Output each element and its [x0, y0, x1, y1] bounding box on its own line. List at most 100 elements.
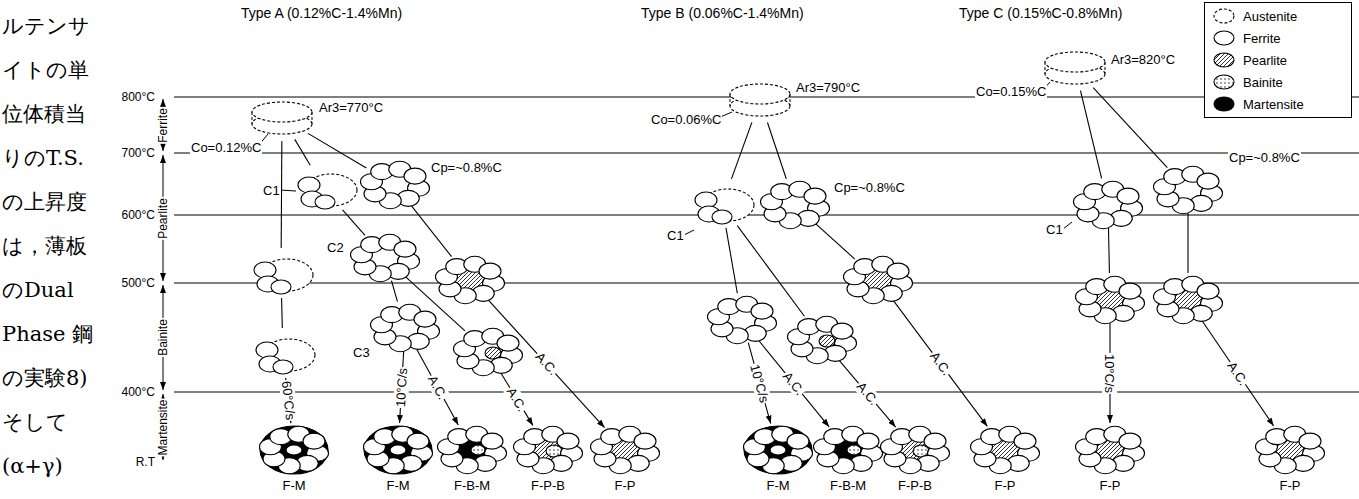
- carbon-content: Co=0.06%C: [650, 112, 722, 127]
- temperature-label: R.T: [135, 455, 156, 470]
- microstructure: [813, 426, 882, 473]
- microstructure: [787, 316, 856, 363]
- microstructure: [360, 161, 429, 208]
- ferrite-grain: [315, 195, 335, 209]
- ferrite-grain: [887, 263, 909, 279]
- ferrite-grain: [404, 168, 426, 184]
- cooling-rate-label: 10°C/s: [747, 361, 772, 405]
- carbon-content: Co=0.12%C: [190, 140, 262, 155]
- transformation-temperature: Ar3=820°C: [1110, 52, 1176, 67]
- type-heading: Type C (0.15%C-0.8%Mn): [958, 6, 1123, 21]
- ferrite-grain: [712, 210, 732, 224]
- legend-box: AusteniteFerritePearliteBainiteMartensit…: [1204, 2, 1352, 118]
- cooling-path: [343, 210, 365, 235]
- microstructure: [590, 426, 659, 473]
- legend-swatch: [1211, 73, 1237, 91]
- cooling-rate-label: A.C.: [926, 348, 954, 379]
- microstructure: [370, 304, 439, 351]
- phase-range-label: Bainite: [155, 318, 170, 357]
- martensite: [364, 426, 432, 474]
- microstructure: [707, 296, 776, 343]
- ferrite-grain: [695, 192, 717, 208]
- cooling-rate-label: 60°C/s: [278, 379, 298, 422]
- ferrite-grain: [298, 177, 320, 193]
- temperature-label: 800°C: [121, 90, 157, 105]
- microstructure: [363, 426, 432, 474]
- leader-line: [684, 230, 694, 235]
- structure-label: F-P: [614, 478, 637, 493]
- ferrite-grain: [751, 303, 773, 319]
- legend-text: Pearlite: [1243, 53, 1287, 68]
- microstructure: [1075, 426, 1144, 473]
- microstructure: [1045, 52, 1105, 84]
- ferrite-grain: [924, 433, 946, 449]
- leader-line: [1063, 222, 1072, 229]
- ferrite-grain: [770, 445, 786, 455]
- stage-label: C1: [262, 183, 281, 198]
- microstructure: [259, 426, 328, 474]
- ferrite-grain: [481, 433, 503, 449]
- structure-label: F-P: [994, 478, 1017, 493]
- cooling-path: [501, 373, 533, 425]
- stage-label: C1: [1045, 222, 1064, 237]
- legend-swatch: [1211, 95, 1237, 113]
- ferrite-grain: [303, 433, 325, 449]
- stage-label: C2: [326, 240, 345, 255]
- microstructure: [350, 234, 419, 281]
- body-text: ルテンサイトの単位体積当りのT.S.の上昇度は，薄板のDual Phase 鋼の…: [2, 4, 100, 488]
- microstructure: [695, 189, 754, 224]
- cooling-path: [411, 205, 451, 256]
- cooling-path: [281, 298, 283, 328]
- ferrite-grain: [1119, 433, 1141, 449]
- ferrite-grain: [1014, 433, 1036, 449]
- microstructure: [1153, 276, 1222, 323]
- ferrite-grain: [787, 433, 809, 449]
- structure-label: F-P-B: [530, 478, 566, 493]
- microstructure: [298, 174, 357, 209]
- ferrite-grain: [634, 433, 656, 449]
- carbon-content: Cp=~0.8%C: [1228, 150, 1301, 165]
- structure-label: F-B-M: [453, 478, 491, 493]
- microstructure: [435, 256, 504, 303]
- cooling-rate-label: A.C.: [853, 378, 882, 409]
- type-heading: Type A (0.12%C-1.4%Mn): [240, 6, 403, 21]
- microstructure: [843, 256, 912, 303]
- carbon-content: Co=0.15%C: [975, 84, 1047, 99]
- austenite-grain: [730, 84, 790, 104]
- structure-label: F-M: [765, 478, 790, 493]
- cooling-path: [726, 228, 737, 293]
- cooling-path: [1202, 321, 1273, 426]
- cooling-path: [1093, 88, 1167, 168]
- type-heading: Type B (0.06%C-1.4%Mn): [640, 6, 805, 21]
- ferrite-grain: [1197, 173, 1219, 189]
- legend-row: Austenite: [1211, 6, 1297, 26]
- transformation-temperature: Ar3=770°C: [318, 100, 384, 115]
- legend-swatch: [1211, 7, 1237, 25]
- structure-label: F-M: [281, 478, 306, 493]
- cooling-path: [295, 139, 310, 165]
- phase-range-label: Pearlite: [156, 197, 171, 240]
- ferrite-grain: [1299, 433, 1321, 449]
- cooling-path: [1080, 91, 1101, 179]
- cooling-path: [839, 360, 896, 427]
- bainite: [471, 445, 485, 455]
- cooling-rate-label: 10°C/s: [393, 366, 410, 408]
- bainite: [847, 445, 861, 455]
- cooling-path: [1108, 228, 1110, 273]
- legend-text: Martensite: [1243, 97, 1304, 112]
- stage-label: C3: [352, 345, 371, 360]
- martensite: [744, 426, 812, 474]
- austenite-grain: [252, 102, 312, 122]
- legend-text: Bainite: [1243, 75, 1283, 90]
- microstructure: [513, 426, 582, 473]
- ferrite-grain: [286, 445, 302, 455]
- structure-label: F-P: [1279, 478, 1302, 493]
- cooling-path: [1187, 213, 1188, 273]
- microstructure: [760, 181, 829, 228]
- cooling-path: [893, 301, 987, 427]
- cooling-rate-label: A.C.: [1224, 358, 1252, 389]
- phase-range-label: Martensite: [156, 398, 171, 456]
- ferrite-grain: [407, 433, 429, 449]
- ferrite-grain: [479, 263, 501, 279]
- ferrite-grain: [831, 323, 853, 339]
